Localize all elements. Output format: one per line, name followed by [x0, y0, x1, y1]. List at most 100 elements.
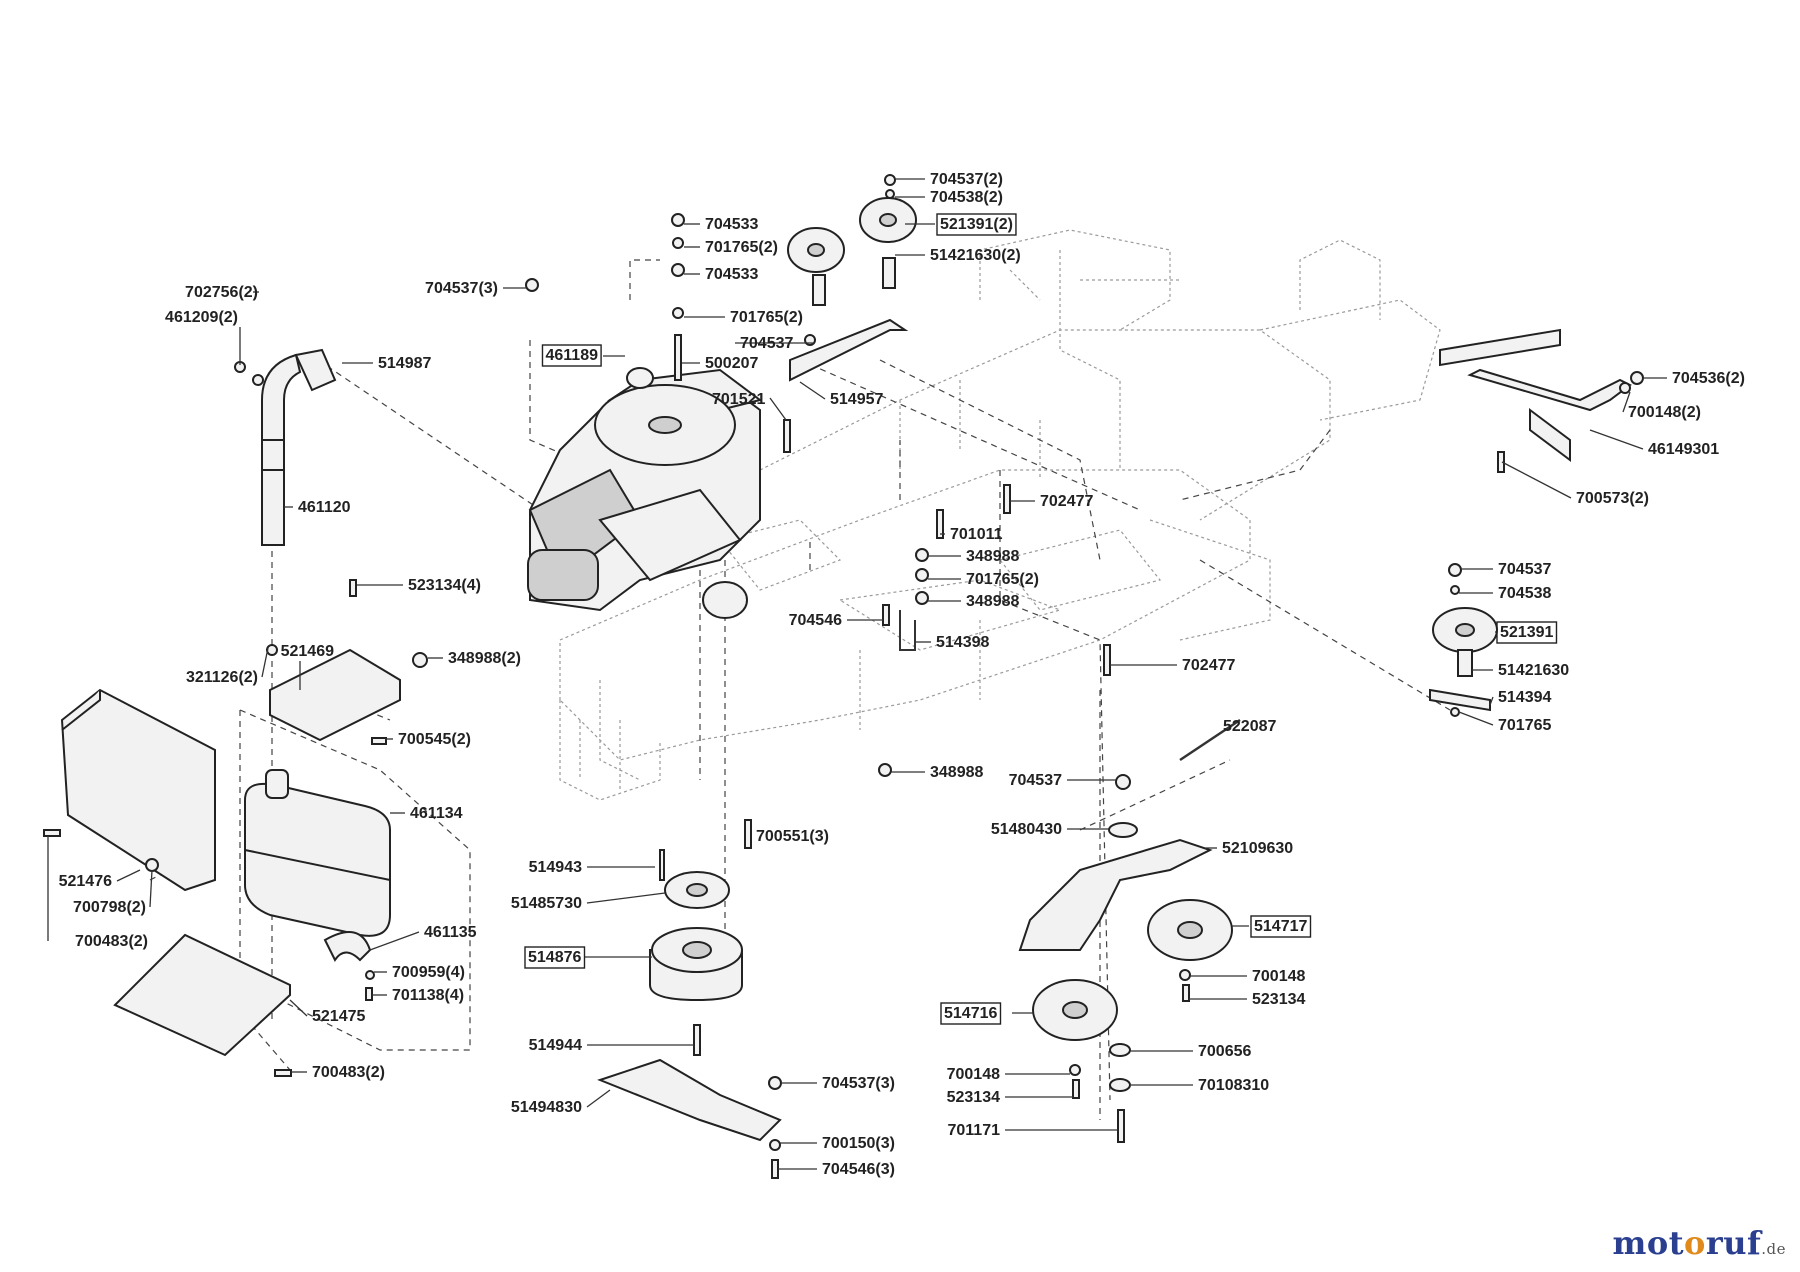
callout-leader: [289, 999, 308, 1017]
hardware-fasteners: [43, 174, 1644, 1179]
callout-leader: [1501, 461, 1572, 499]
part-number-label: 51421630(2): [930, 247, 1021, 264]
part-number-label: 704538: [1498, 585, 1551, 602]
part-number-label: 514944: [529, 1037, 582, 1054]
callout-leader: [1622, 391, 1631, 413]
part-number-label: 514394: [1498, 689, 1551, 706]
bottom-shield-521475: [113, 933, 291, 1057]
part-number-label: 500207: [705, 355, 758, 372]
part-number-label: 51494830: [511, 1099, 582, 1116]
part-number-box: [936, 213, 1017, 236]
part-number-label: 704537(3): [425, 280, 498, 297]
part-number-label: 461209(2): [165, 309, 238, 326]
assembly-dash-lines: [149, 259, 1451, 1120]
part-number-label: 700959(4): [392, 964, 465, 981]
engine-assembly: [527, 367, 763, 619]
part-number-label: 51480430: [991, 821, 1062, 838]
part-number-box: [524, 946, 586, 969]
part-number-label: 702477: [1040, 493, 1093, 510]
part-number-label: 700545(2): [398, 731, 471, 748]
pulley-514717: [1147, 899, 1233, 961]
part-number-label: 700483(2): [75, 933, 148, 950]
part-number-label: 704536(2): [1672, 370, 1745, 387]
part-number-label: 704537: [1009, 772, 1062, 789]
pulley-514716: [1032, 979, 1118, 1041]
part-number-label: 521391: [1500, 624, 1553, 641]
part-number-label: 46149301: [1648, 441, 1719, 458]
idler-pulley-pair-top: [787, 197, 917, 306]
part-number-box: [541, 344, 602, 367]
part-number-label: 521476: [59, 873, 112, 890]
clutch-bracket-51494830: [597, 1058, 782, 1142]
spring-522087: [1179, 718, 1241, 762]
callout-leader: [1458, 711, 1494, 726]
part-number-label: 704537: [740, 335, 793, 352]
part-number-label: 523134: [1252, 991, 1305, 1008]
part-number-label: 521391(2): [940, 216, 1013, 233]
part-number-label: 514398: [936, 634, 989, 651]
part-number-label: 701765: [1498, 717, 1551, 734]
clutch-pulley-51485730: [664, 871, 730, 909]
part-number-label: 52109630: [1222, 840, 1293, 857]
part-number-box: [1496, 621, 1558, 644]
muffler-guard-461135: [323, 931, 372, 962]
callout-leader: [116, 869, 141, 882]
part-number-label: 700656: [1198, 1043, 1251, 1060]
electric-clutch-514876: [649, 927, 743, 1002]
callout-leader: [586, 1089, 611, 1108]
idler-arm-52109630: [1018, 838, 1213, 951]
part-number-label: 348988: [966, 548, 1019, 565]
part-number-label: 702756(2): [185, 284, 258, 301]
rod-514398: [899, 610, 916, 651]
part-number-label: 700551(3): [756, 828, 829, 845]
part-number-label: 701521: [712, 391, 765, 408]
part-number-label: 348988: [966, 593, 1019, 610]
part-number-label: 702477: [1182, 657, 1235, 674]
callout-leader: [261, 647, 269, 678]
part-number-label: 700150(3): [822, 1135, 895, 1152]
part-number-label: 701765(2): [705, 239, 778, 256]
exhaust-pipe: [261, 348, 337, 546]
part-number-label: 51485730: [511, 895, 582, 912]
bracket-514957: [789, 318, 909, 382]
part-number-label: 701138(4): [392, 987, 464, 1004]
muffler-461134: [244, 769, 391, 937]
part-number-label: 523134(4): [408, 577, 481, 594]
callout-leader: [369, 931, 420, 951]
part-number-label: 461135: [424, 924, 477, 941]
part-number-label: 70108310: [1198, 1077, 1269, 1094]
part-number-label: 514987: [378, 355, 431, 372]
idler-pulley-right: [1429, 607, 1498, 712]
muffler-heat-shield: [60, 688, 216, 892]
part-number-label: 521475: [312, 1008, 365, 1025]
bracket-46149301: [1439, 328, 1632, 462]
part-number-label: 704546: [789, 612, 842, 629]
callout-leader: [1489, 696, 1494, 706]
part-number-label: 461189: [545, 347, 598, 364]
part-number-label: 348988: [930, 764, 983, 781]
part-number-label: 514717: [1254, 918, 1307, 935]
part-number-label: 522087: [1223, 718, 1276, 735]
part-number-label: 700148: [947, 1066, 1000, 1083]
part-number-label: 704533: [705, 216, 758, 233]
part-number-label: 700798(2): [73, 899, 146, 916]
part-callouts: 704537(2)704538(2)521391(2)51421630(2)70…: [47, 171, 1745, 1178]
chassis-frame-outline: [559, 229, 1441, 801]
callout-leader: [149, 869, 153, 908]
part-number-label: 704537(3): [822, 1075, 895, 1092]
part-number-label: 521469: [281, 643, 334, 660]
part-number-label: 461120: [298, 499, 351, 516]
part-number-label: 700483(2): [312, 1064, 385, 1081]
part-number-label: 701765(2): [966, 571, 1039, 588]
part-number-label: 514876: [528, 949, 581, 966]
part-number-label: 51421630: [1498, 662, 1569, 679]
part-number-label: 704533: [705, 266, 758, 283]
part-number-label: 701011: [950, 526, 1003, 543]
part-number-label: 514943: [529, 859, 582, 876]
muffler-bracket-521469: [269, 648, 401, 742]
part-number-label: 514957: [830, 391, 883, 408]
part-number-label: 704538(2): [930, 189, 1003, 206]
part-number-label: 701765(2): [730, 309, 803, 326]
motoruf-watermark: motoruf.de: [1612, 1224, 1786, 1262]
